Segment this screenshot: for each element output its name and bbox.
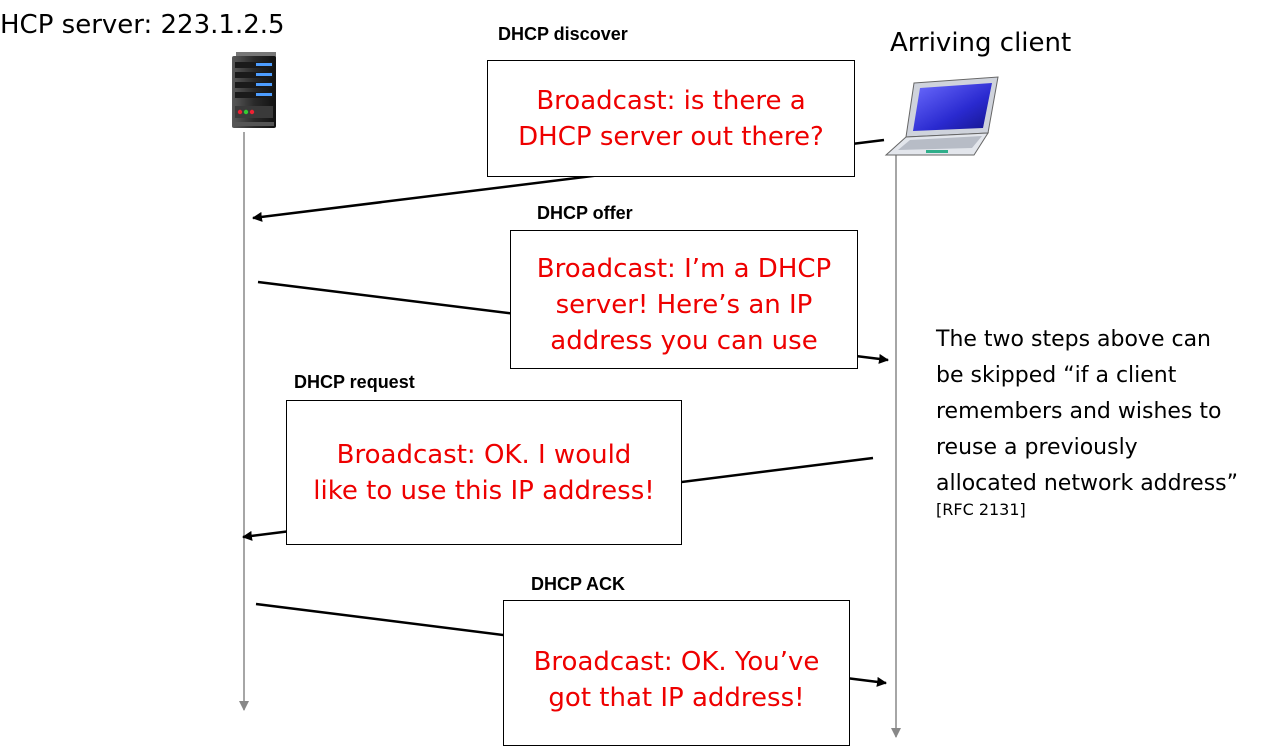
request-message-text: Broadcast: OK. I would like to use this … bbox=[313, 439, 655, 506]
offer-label: DHCP offer bbox=[537, 203, 633, 223]
ack-message-box: Broadcast: OK. You’ve got that IP addres… bbox=[503, 600, 850, 746]
server-title: HCP server: 223.1.2.5 bbox=[0, 10, 285, 40]
ack-message-text: Broadcast: OK. You’ve got that IP addres… bbox=[533, 647, 820, 713]
skip-steps-note: The two steps above can be skipped “if a… bbox=[936, 327, 1239, 496]
client-title: Arriving client bbox=[890, 28, 1072, 58]
server-icon bbox=[232, 52, 276, 128]
discover-message-text: Broadcast: is there a DHCP server out th… bbox=[518, 85, 824, 152]
discover-message-box: Broadcast: is there a DHCP server out th… bbox=[487, 60, 855, 177]
ack-label: DHCP ACK bbox=[531, 574, 626, 594]
laptop-icon bbox=[884, 76, 999, 156]
offer-message-box: Broadcast: I’m a DHCP server! Here’s an … bbox=[510, 230, 858, 369]
request-label: DHCP request bbox=[294, 372, 415, 392]
rfc-citation: [RFC 2131] bbox=[936, 500, 1026, 519]
offer-message-text: Broadcast: I’m a DHCP server! Here’s an … bbox=[536, 253, 832, 356]
request-message-box: Broadcast: OK. I would like to use this … bbox=[286, 400, 682, 545]
discover-label: DHCP discover bbox=[498, 24, 628, 44]
